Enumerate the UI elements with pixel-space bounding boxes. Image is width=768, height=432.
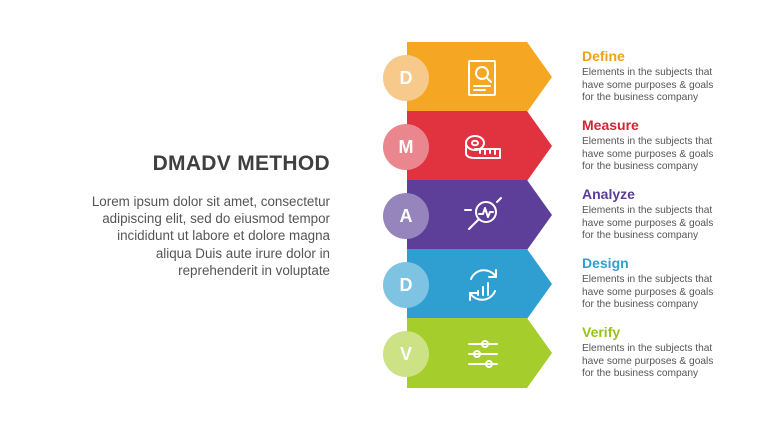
intro-paragraph: Lorem ipsum dolor sit amet, consectetur … (20, 193, 330, 279)
step-arrow (407, 249, 552, 319)
step-description-line: have some purposes & goals (582, 217, 714, 229)
step-description-line: have some purposes & goals (582, 148, 714, 160)
step-description-line: have some purposes & goals (582, 286, 714, 298)
step-letter-circle: A (383, 193, 429, 239)
step-title: Analyze (582, 186, 635, 202)
step-letter-circle: D (383, 262, 429, 308)
step-verify: V (383, 318, 558, 388)
step-title: Measure (582, 117, 639, 133)
step-measure: M (383, 111, 558, 181)
step-label-analyze: Analyze Elements in the subjects that ha… (582, 186, 762, 243)
step-title: Define (582, 48, 625, 64)
step-description-line: have some purposes & goals (582, 79, 714, 91)
step-letter-circle: D (383, 55, 429, 101)
intro-line: aliqua Duis aute irure dolor in (155, 245, 330, 261)
step-label-measure: Measure Elements in the subjects that ha… (582, 117, 762, 174)
step-description: Elements in the subjects that have some … (582, 136, 762, 174)
step-arrow (407, 111, 552, 181)
page-title: DMADV METHOD (152, 152, 330, 175)
sliders-icon (463, 334, 503, 374)
step-title: Design (582, 255, 629, 271)
step-arrow (407, 42, 552, 112)
step-description-line: Elements in the subjects that (582, 274, 713, 285)
step-description-line: for the business company (582, 92, 699, 103)
intro-line: reprehenderit in voluptate (178, 262, 330, 278)
step-description: Elements in the subjects that have some … (582, 205, 762, 243)
growth-cycle-icon (463, 265, 503, 305)
step-design: D (383, 249, 558, 319)
step-description-line: Elements in the subjects that (582, 136, 713, 147)
step-letter-circle: V (383, 331, 429, 377)
intro-line: adipiscing elit, sed do eiusmod tempor (102, 211, 330, 227)
step-title: Verify (582, 324, 621, 340)
magnifier-chart-icon (463, 196, 503, 236)
step-description: Elements in the subjects that have some … (582, 274, 762, 312)
measuring-tape-icon (463, 127, 503, 167)
step-description-line: Elements in the subjects that (582, 205, 713, 216)
step-label-design: Design Elements in the subjects that hav… (582, 255, 762, 312)
step-label-define: Define Elements in the subjects that hav… (582, 48, 762, 105)
step-define: D (383, 42, 558, 112)
step-description-line: for the business company (582, 161, 699, 172)
step-description-line: for the business company (582, 230, 699, 241)
step-description-line: Elements in the subjects that (582, 343, 713, 354)
intro-line: incididunt ut labore et dolore magna (117, 228, 330, 244)
intro-line: Lorem ipsum dolor sit amet, consectetur (91, 194, 330, 209)
step-description-line: for the business company (582, 368, 699, 379)
step-description: Elements in the subjects that have some … (582, 343, 762, 381)
step-label-verify: Verify Elements in the subjects that hav… (582, 324, 762, 381)
step-letter-circle: M (383, 124, 429, 170)
step-description: Elements in the subjects that have some … (582, 67, 762, 105)
document-search-icon (463, 58, 503, 98)
step-description-line: have some purposes & goals (582, 355, 714, 367)
step-description-line: for the business company (582, 299, 699, 310)
step-analyze: A (383, 180, 558, 250)
step-description-line: Elements in the subjects that (582, 67, 713, 78)
